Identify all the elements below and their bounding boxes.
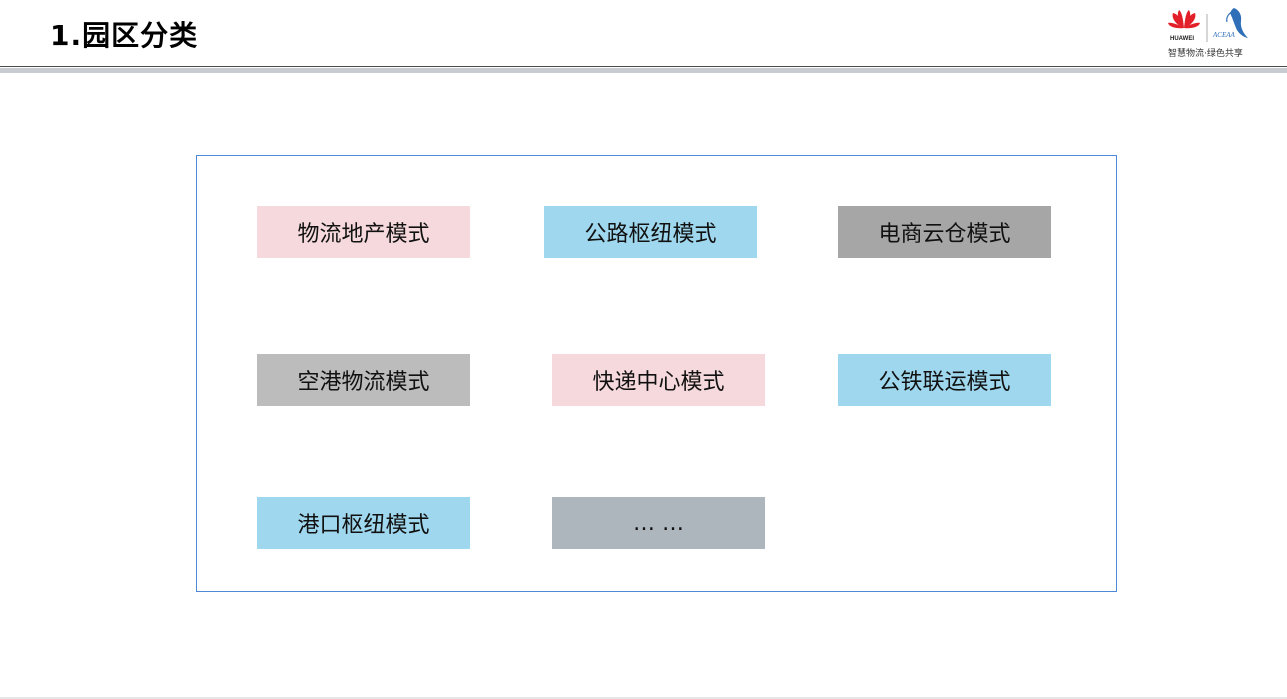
category-more-ellipsis: … …	[552, 497, 765, 549]
category-port-hub: 港口枢纽模式	[257, 497, 470, 549]
logo-slogan: 智慧物流·绿色共享	[1168, 49, 1243, 59]
page-title: 1.园区分类	[50, 19, 199, 52]
header-divider	[0, 66, 1287, 67]
category-express-center: 快递中心模式	[552, 354, 765, 406]
logo-brand-text: HUAWEI	[1170, 36, 1194, 42]
category-highway-hub: 公路枢纽模式	[544, 206, 757, 258]
huawei-petals-icon	[1168, 10, 1200, 29]
footer-divider	[0, 697, 1287, 699]
logo-mark-text: ACEAA	[1212, 31, 1235, 39]
category-ecommerce-cloud-warehouse: 电商云仓模式	[838, 206, 1051, 258]
category-airport-logistics: 空港物流模式	[257, 354, 470, 406]
horse-mark-icon	[1226, 8, 1248, 38]
header-band	[0, 68, 1287, 73]
category-logistics-property: 物流地产模式	[257, 206, 470, 258]
huawei-logo: HUAWEI ACEAA	[1168, 8, 1248, 42]
category-panel	[196, 155, 1117, 592]
category-rail-road-intermodal: 公铁联运模式	[838, 354, 1051, 406]
